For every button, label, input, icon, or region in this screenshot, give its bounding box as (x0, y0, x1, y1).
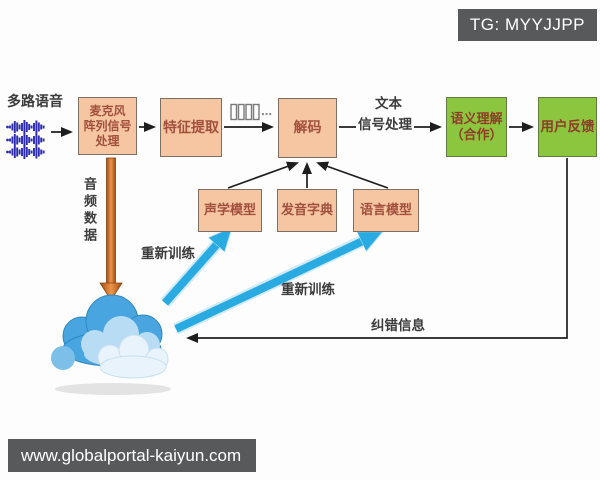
node-feature-extract: 特征提取 (160, 98, 222, 157)
retrain-label-left: 重新训练 (141, 246, 195, 261)
retrain-arrow-acoustic (162, 242, 219, 306)
flow-arrows (51, 122, 568, 343)
arrow-language-to-decode (316, 161, 389, 189)
node-pronunciation-dict: 发音字典 (277, 189, 337, 232)
correction-label: 纠错信息 (371, 318, 425, 333)
signal-processing-label: 信号处理 (356, 113, 414, 133)
audio-data-label: 音频数据 (82, 177, 97, 245)
tg-watermark-badge: TG: MYYJJPP (457, 9, 597, 41)
feature-dots-label: ⋯ (261, 109, 272, 121)
cloud-icon (51, 294, 171, 395)
retrain-label-right: 重新训练 (281, 282, 335, 297)
arrow-acoustic-to-decode (227, 161, 299, 189)
retrain-arrow-language (174, 240, 365, 333)
input-label: 多路语音 (7, 93, 63, 109)
site-url-bar: www.globalportal-kaiyun.com (8, 439, 256, 472)
feedback-correction-line (186, 158, 568, 343)
node-decode: 解码 (278, 98, 337, 158)
node-user-feedback: 用户反馈 (538, 97, 597, 157)
node-acoustic-model: 声学模型 (198, 189, 262, 232)
text-label: 文本 (375, 96, 402, 111)
node-mic-array: 麦克风 阵列信号 处理 (78, 97, 137, 155)
orange-audio-arrow-icon (99, 157, 123, 301)
feature-vector-icon (230, 103, 260, 121)
node-language-model: 语言模型 (353, 189, 419, 232)
blue-retrain-arrows (160, 239, 366, 335)
node-semantic-understanding: 语义理解 （合作） (446, 97, 507, 157)
waveform-icon (5, 120, 45, 160)
